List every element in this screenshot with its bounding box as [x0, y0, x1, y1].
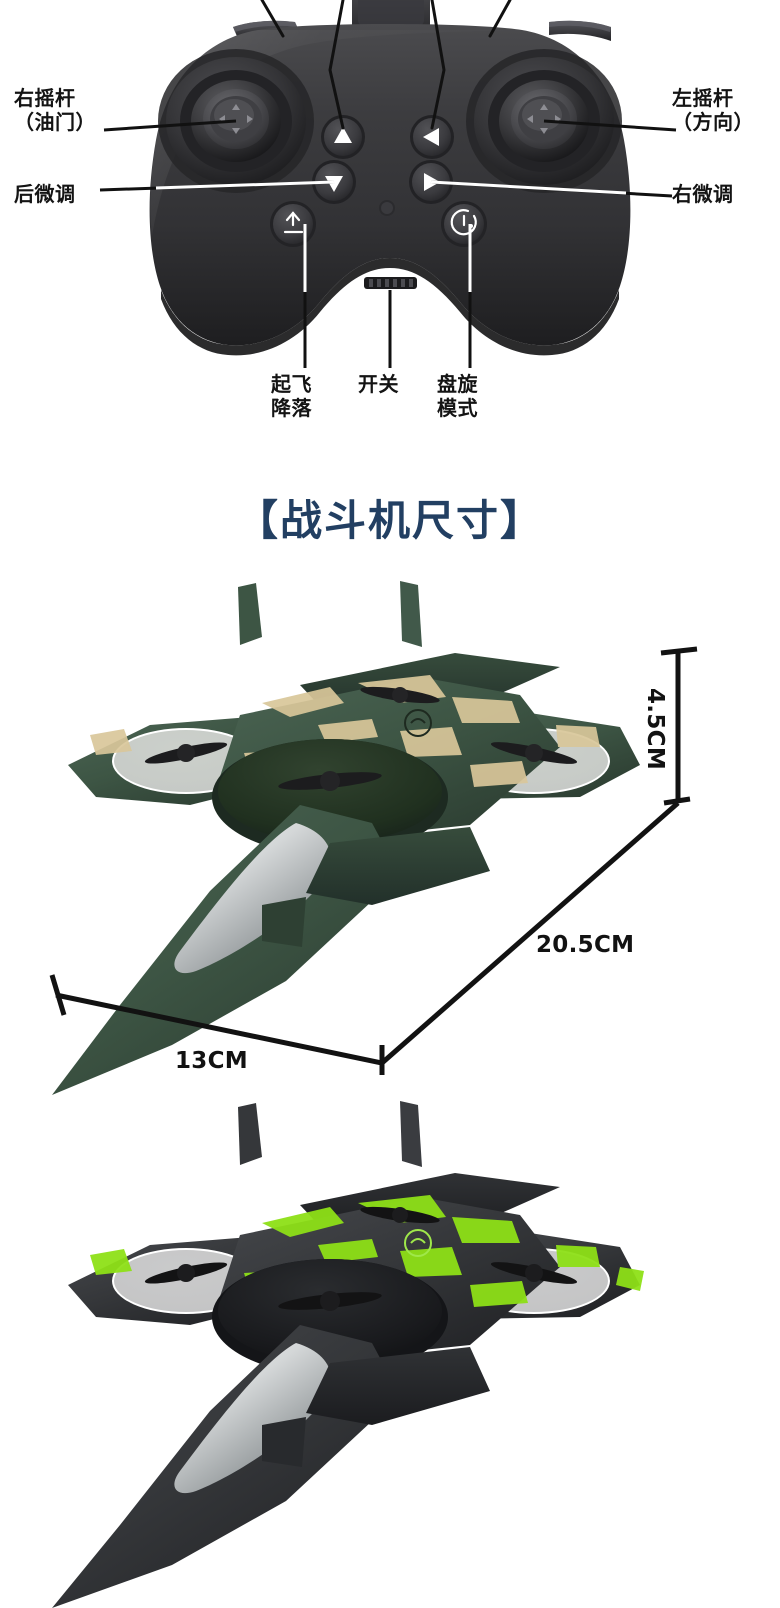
jet-green-airframe — [52, 581, 640, 1095]
dimension-length-label: 20.5CM — [536, 932, 635, 958]
label-switch: 开关 — [358, 372, 399, 396]
label-right-stick-line2: （油门） — [14, 110, 96, 135]
propellers — [144, 686, 578, 791]
jet-black-illustration — [52, 1101, 644, 1608]
dimension-width-label: 13CM — [175, 1048, 248, 1074]
label-hover-mode: 盘旋 模式 — [437, 372, 478, 421]
power-switch[interactable] — [364, 277, 417, 289]
label-left-stick: 左摇杆 （方向） — [672, 86, 754, 135]
trim-button-up[interactable] — [321, 115, 365, 159]
jet-green-section — [0, 575, 780, 1095]
label-back-trim: 后微调 — [14, 182, 76, 206]
camo-pattern-lime — [90, 1195, 644, 1307]
section-heading-fighter-size: 【战斗机尺寸】 — [235, 496, 544, 545]
label-left-stick-line1: 左摇杆 — [672, 86, 734, 110]
leader-line-left-stick — [543, 119, 677, 132]
label-hover-line1: 盘旋 — [437, 372, 478, 396]
joystick-direction-arrows — [219, 104, 253, 134]
label-right-trim: 右微调 — [672, 182, 734, 206]
label-takeoff-line2: 降落 — [271, 396, 312, 421]
tail-fin-left — [238, 583, 262, 645]
shoulder-button-right[interactable] — [549, 20, 611, 41]
ventral-fin-2 — [262, 1417, 306, 1467]
jet-black-section — [0, 1095, 780, 1608]
jet-black-airframe — [52, 1101, 644, 1608]
label-right-stick: 右摇杆 （油门） — [14, 86, 96, 135]
leader-line-right-stick — [103, 119, 237, 132]
label-takeoff-landing: 起飞 降落 — [271, 372, 312, 421]
jet-green-illustration — [52, 581, 640, 1095]
controller-diagram-section: 右摇杆 （油门） 左摇杆 （方向） 后微调 右微调 起飞 降落 开关 盘旋 模式 — [0, 0, 780, 452]
label-takeoff-line1: 起飞 — [271, 372, 312, 396]
label-right-stick-line1: 右摇杆 — [14, 86, 76, 110]
lower-strake — [306, 827, 490, 905]
dimension-height-label: 4.5CM — [642, 688, 668, 771]
tail-fin-right-2 — [400, 1101, 422, 1167]
antenna-block — [352, 0, 430, 32]
cockpit-canopy — [174, 823, 332, 974]
status-led — [379, 200, 395, 216]
fuselage-emblem-2 — [404, 1229, 432, 1257]
fuselage-emblem — [404, 709, 432, 737]
tail-fin-right — [400, 581, 422, 647]
leader-line-back-trim — [99, 180, 335, 192]
lower-strake-2 — [306, 1347, 490, 1425]
hover-mode-button[interactable] — [441, 201, 487, 247]
leader-line-right-trim — [430, 180, 673, 198]
label-hover-line2: 模式 — [437, 396, 478, 421]
controller-illustration — [99, 0, 677, 368]
tail-fin-left-2 — [238, 1103, 262, 1165]
leader-lines-top — [260, 0, 512, 130]
ventral-fin — [262, 897, 306, 947]
trim-button-left[interactable] — [410, 115, 454, 159]
cockpit-canopy-2 — [174, 1343, 332, 1494]
dimension-lines-green — [49, 646, 698, 1075]
label-left-stick-line2: （方向） — [672, 110, 754, 135]
takeoff-landing-button[interactable] — [270, 201, 316, 247]
propellers-2 — [144, 1206, 578, 1311]
